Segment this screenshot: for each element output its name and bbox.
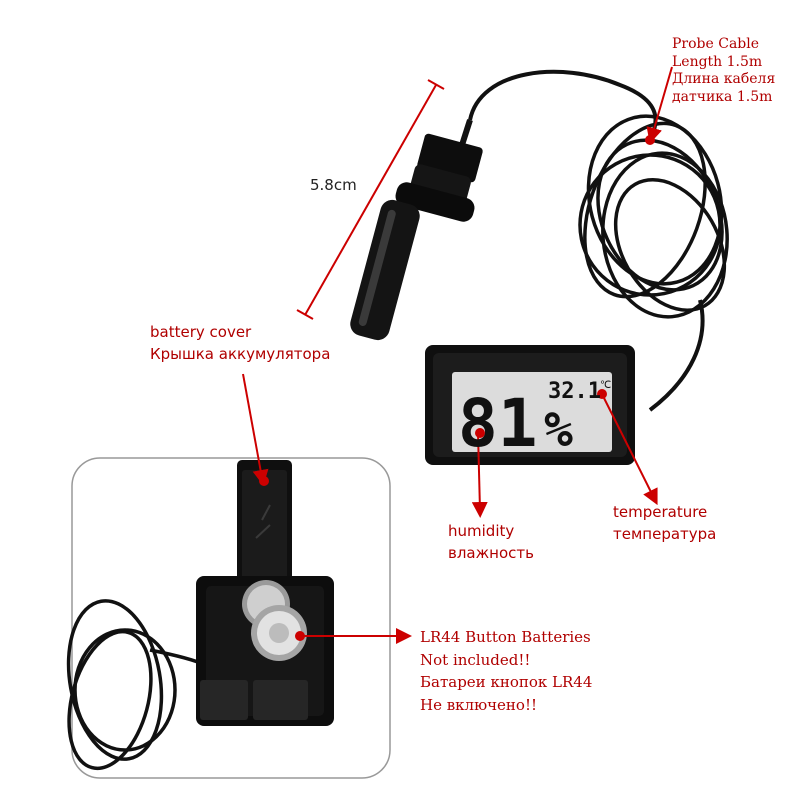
inset-cable — [66, 599, 206, 771]
probe-cable-line-1: Probe Cable — [672, 36, 760, 52]
probe-sensor — [350, 119, 483, 341]
battery-cover-line-2: Крышка аккумулятора — [150, 344, 331, 363]
probe-cable-line-4: датчика 1.5m — [672, 88, 773, 105]
temperature-unit: ℃ — [600, 380, 611, 391]
annotation-arrows — [242, 66, 673, 644]
lcd-screen — [452, 372, 612, 452]
humidity-unit: % — [544, 402, 573, 458]
lr44-batteries — [242, 580, 307, 661]
battery-cover-line-1: battery cover — [150, 323, 252, 341]
humidity-line-2: влажность — [448, 543, 534, 562]
temperature-line-2: температура — [613, 524, 717, 543]
probe-length-label: 5.8cm — [310, 176, 357, 194]
batteries-line-4: Не включено!! — [420, 695, 538, 714]
batteries-line-3: Батареи кнопок LR44 — [420, 673, 593, 691]
cable-coil — [578, 114, 729, 319]
battery-cover-label: battery cover Крышка аккумулятора — [150, 322, 330, 366]
arrow-dots — [259, 135, 655, 641]
probe-cable-line-3: Длина кабеля — [672, 71, 776, 87]
humidity-reading: 81 — [458, 385, 537, 462]
humidity-line-1: humidity — [448, 522, 515, 540]
probe-cable-label: Probe Cable Length 1.5m Длина кабеля дат… — [672, 36, 775, 106]
batteries-label: LR44 Button Batteries Not included!! Бат… — [420, 626, 592, 716]
cable-to-device — [648, 299, 705, 412]
humidity-label: humidity влажность — [448, 521, 534, 565]
batteries-line-1: LR44 Button Batteries — [420, 628, 591, 646]
battery-inset-frame — [71, 457, 391, 779]
dimension-line — [296, 79, 445, 320]
temperature-reading: 32.1 — [548, 379, 601, 404]
temperature-line-1: temperature — [613, 503, 708, 521]
temperature-label: temperature температура — [613, 502, 716, 546]
batteries-line-2: Not included!! — [420, 650, 531, 669]
probe-cable-line-2: Length 1.5m — [672, 53, 763, 70]
